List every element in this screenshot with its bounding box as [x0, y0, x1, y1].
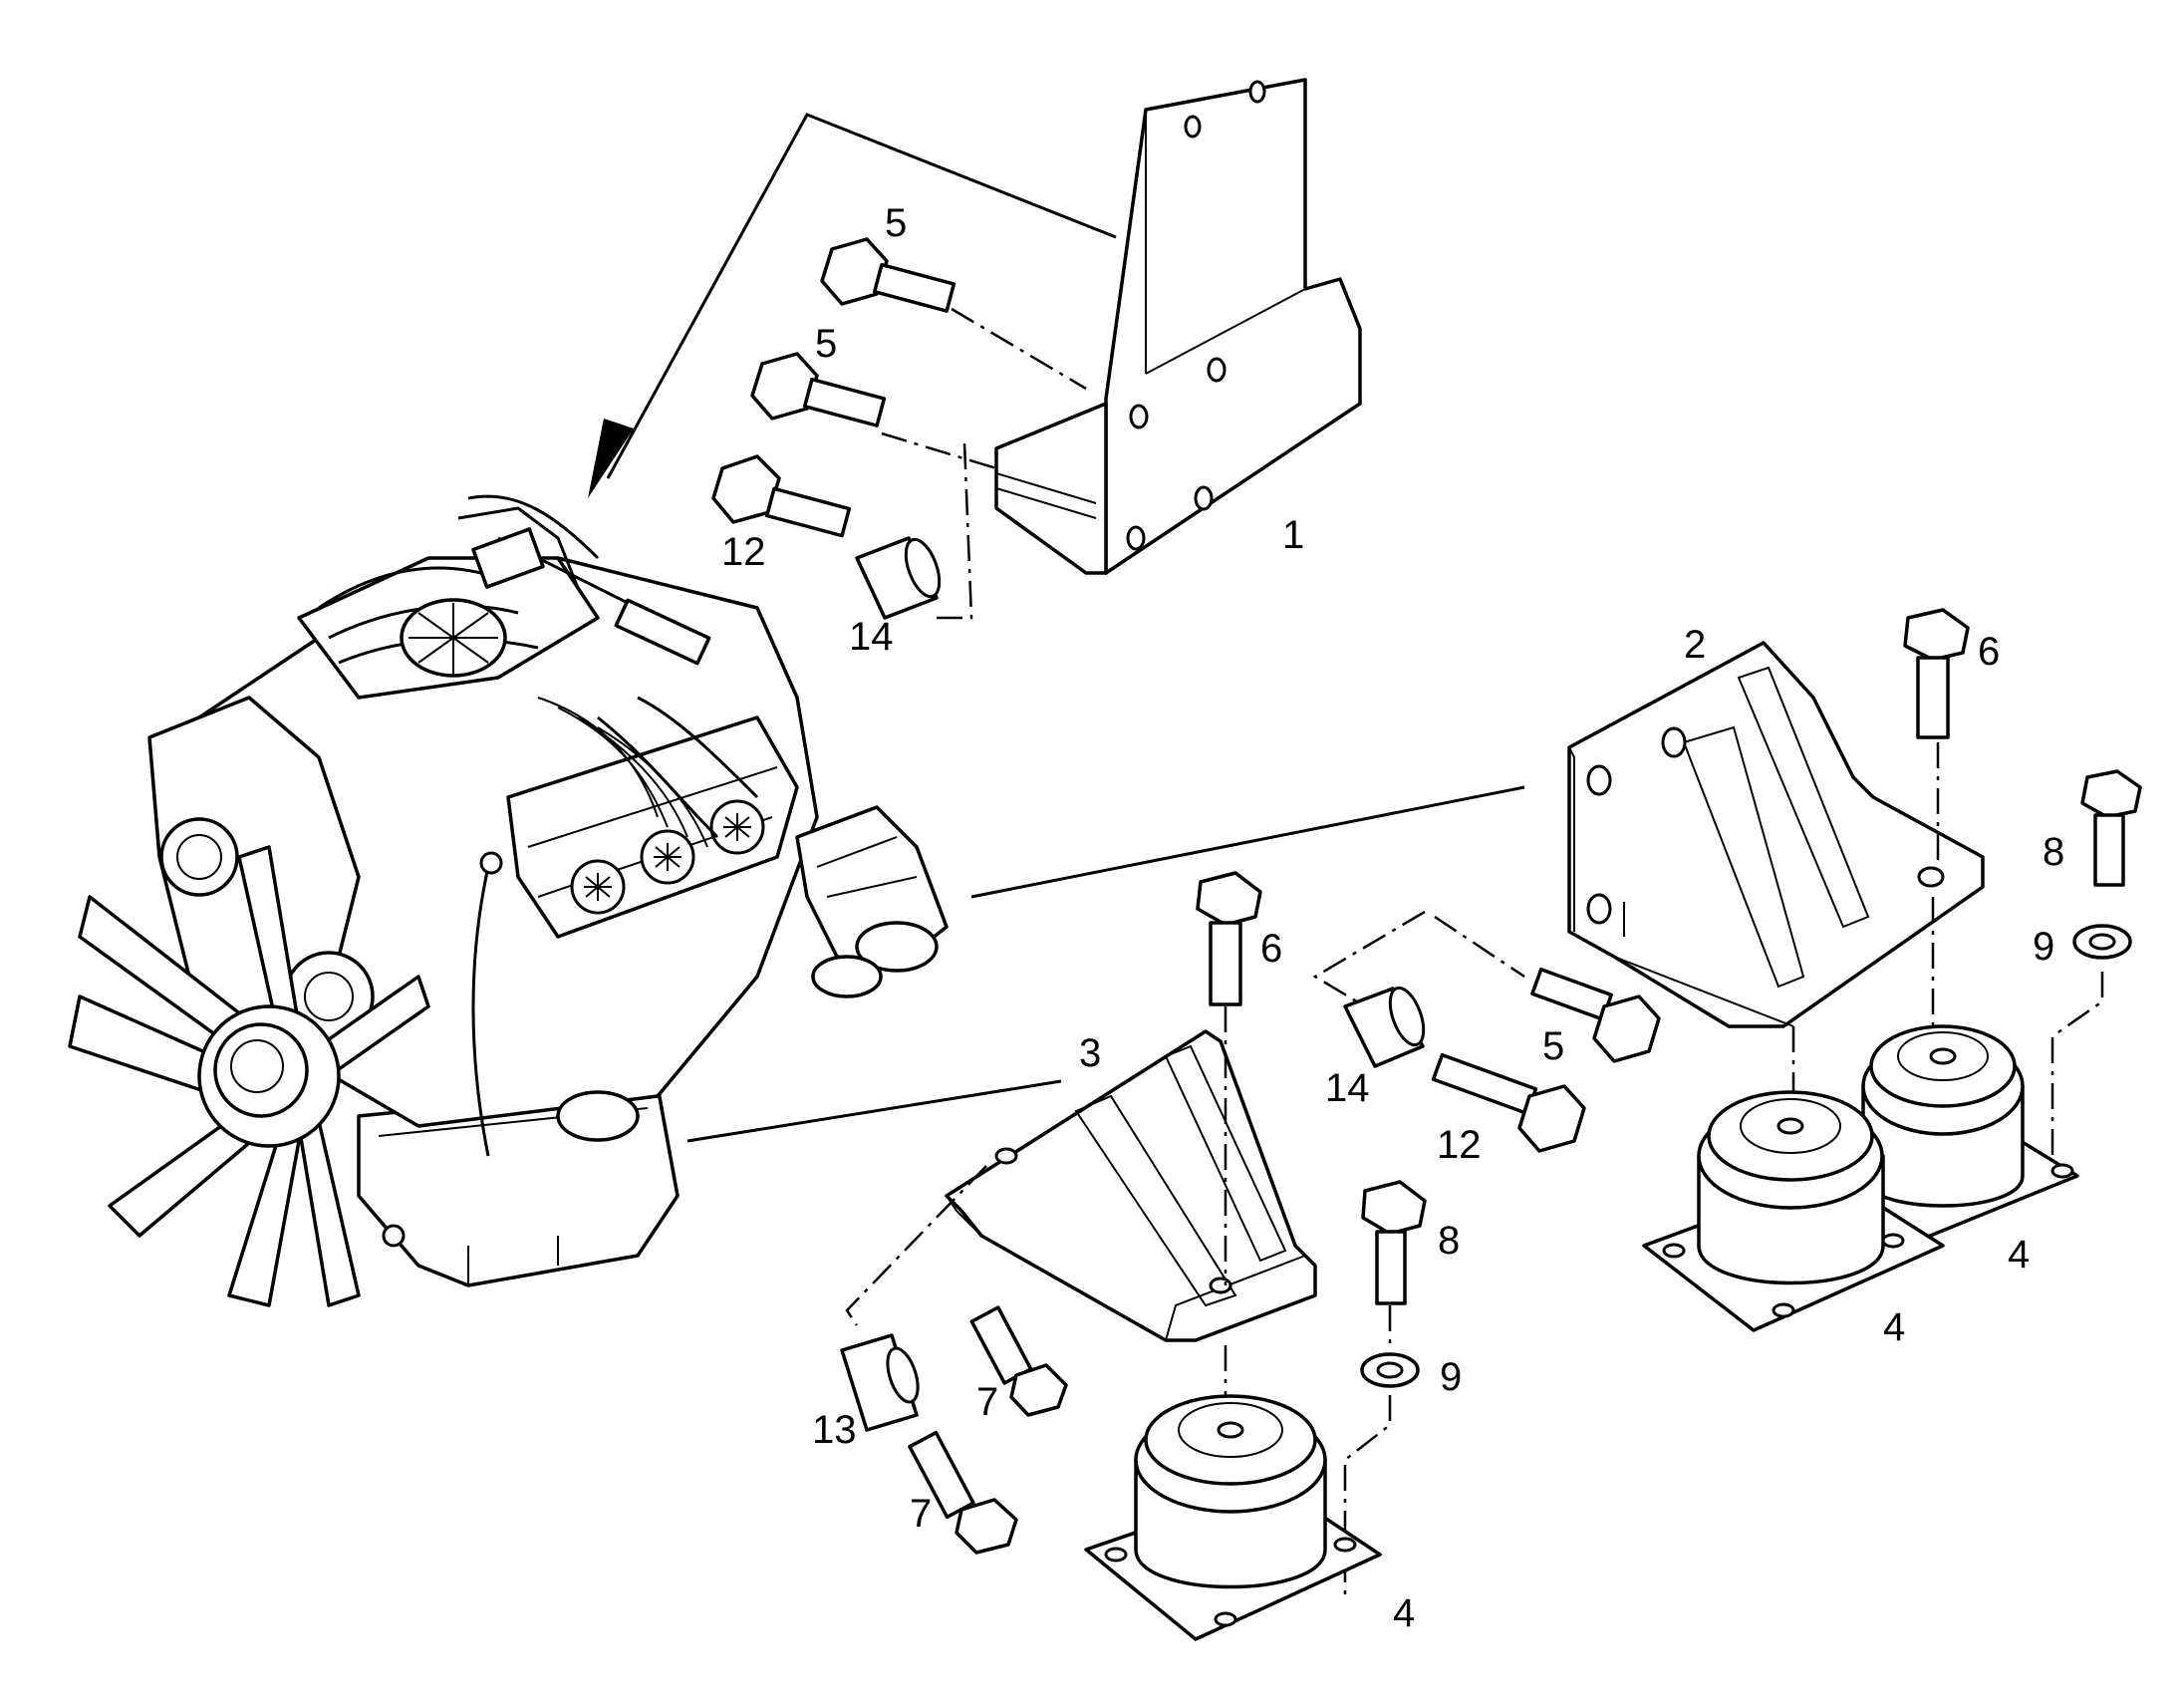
callout-5c: 5 [1542, 1024, 1564, 1068]
callout-6a: 6 [1978, 630, 2000, 674]
rubber-mount-4-right-front [1642, 1090, 1945, 1332]
callout-13: 13 [812, 1408, 857, 1452]
bracket-part-3 [945, 1029, 1317, 1342]
callout-8a: 8 [2043, 830, 2064, 874]
engine-assembly [68, 494, 949, 1307]
callout-3: 3 [1079, 1031, 1101, 1075]
callout-9a: 9 [2033, 925, 2054, 969]
callout-14a: 14 [849, 615, 894, 659]
bolt-8-right [2080, 769, 2142, 887]
rubber-mount-4-right-rear [1841, 1024, 2079, 1243]
callout-5a: 5 [885, 201, 907, 245]
bolt-12-top [711, 454, 852, 538]
fan [68, 845, 430, 1307]
bolt-12-middle [1431, 1052, 1586, 1153]
arrow-leader [606, 113, 1117, 479]
washer-9-right [2072, 924, 2132, 960]
callout-7a: 7 [976, 1380, 998, 1424]
rubber-mount-4-lower [1084, 1394, 1382, 1641]
bolt-5-middle [750, 352, 887, 427]
callout-5b: 5 [815, 322, 837, 366]
spacer-13 [840, 1333, 920, 1432]
bolt-7-lower [908, 1430, 1018, 1555]
callout-12b: 12 [1437, 1123, 1482, 1167]
bolt-5-middle-right [1530, 968, 1661, 1063]
callout-2: 2 [1684, 623, 1706, 667]
bracket-part-1 [994, 78, 1362, 575]
bracket-part-2 [1567, 641, 1985, 1028]
callout-12a: 12 [721, 530, 766, 574]
callout-14b: 14 [1325, 1066, 1370, 1110]
bolt-8-lower [1361, 1180, 1427, 1305]
callout-8b: 8 [1438, 1219, 1460, 1263]
callout-4b: 4 [1883, 1305, 1905, 1349]
callout-4c: 4 [1393, 1591, 1415, 1635]
leader-mount-3 [686, 1079, 1062, 1143]
arrow-head [588, 419, 634, 498]
spacer-14-top [855, 536, 942, 620]
bolt-7-upper [969, 1305, 1068, 1417]
callout-6b: 6 [1260, 927, 1282, 971]
callout-7b: 7 [910, 1492, 932, 1536]
bolt-6-right [1903, 608, 1970, 739]
bolt-5-top [820, 237, 956, 313]
bolt-6-lower [1196, 871, 1262, 1006]
spacer-14-middle [1343, 986, 1426, 1068]
callout-9b: 9 [1440, 1355, 1462, 1399]
leader-mount-2 [970, 785, 1525, 899]
callout-1: 1 [1282, 513, 1304, 557]
washer-9-lower [1360, 1352, 1420, 1388]
callout-4a: 4 [2008, 1233, 2030, 1277]
